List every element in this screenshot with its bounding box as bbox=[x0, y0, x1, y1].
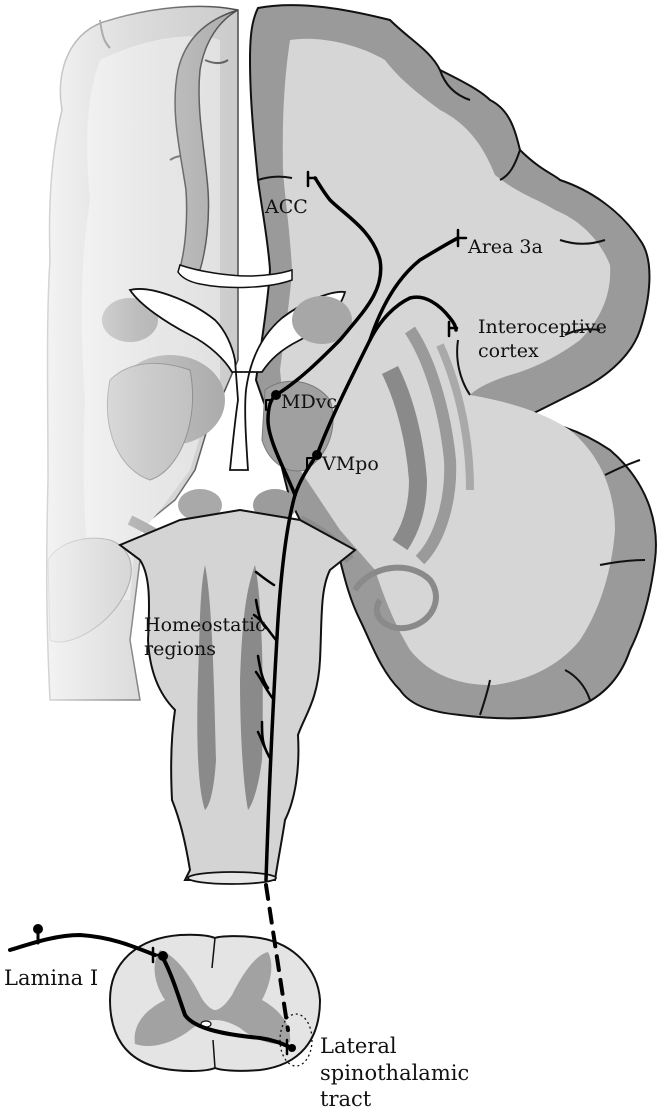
tract-point bbox=[288, 1044, 296, 1052]
medulla-cut bbox=[188, 872, 276, 884]
label-interoceptive-line2: cortex bbox=[478, 340, 539, 362]
label-interoceptive-line1: Interoceptive bbox=[478, 316, 607, 338]
label-acc: ACC bbox=[264, 196, 308, 218]
label-homeostatic-line1: Homeostatic bbox=[144, 614, 266, 636]
label-vmpo: VMpo bbox=[321, 453, 379, 475]
label-area-3a: Area 3a bbox=[467, 236, 543, 258]
spinal-cord bbox=[110, 935, 320, 1071]
label-lateral-line2: spinothalamic bbox=[320, 1061, 469, 1085]
label-lamina-i: Lamina I bbox=[4, 966, 98, 990]
label-lateral-line1: Lateral bbox=[320, 1034, 397, 1058]
label-lateral-line3: tract bbox=[320, 1087, 372, 1111]
afferent-soma bbox=[33, 924, 43, 934]
label-homeostatic-line2: regions bbox=[144, 638, 216, 660]
label-mdvc: MDvc bbox=[281, 391, 337, 413]
spinal-cord-outline bbox=[110, 935, 320, 1071]
